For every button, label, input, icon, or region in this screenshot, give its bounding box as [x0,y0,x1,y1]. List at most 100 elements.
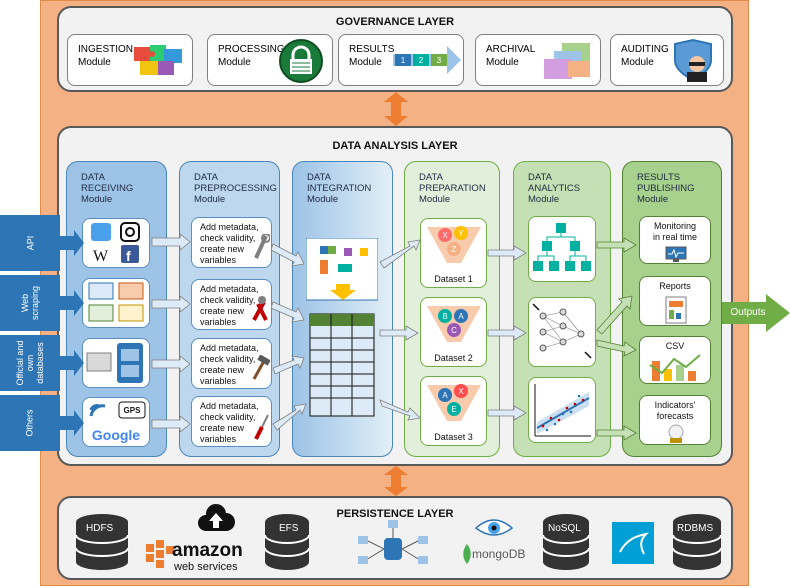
shield-icon [674,38,712,82]
mysql-icon [612,522,654,564]
neural-network-icon [532,303,592,359]
ingestion-module: INGESTION Module [67,34,193,86]
monitor-icon [665,246,687,262]
scatter-regression-icon [534,384,591,437]
csv-label: CSV [665,341,685,351]
mongodb-label: mongoDB [472,547,526,561]
analytics-network-card [528,297,596,367]
decision-tree-icon [533,223,591,271]
ingestion-module-label: Module [78,57,111,68]
pliers-icon [252,296,268,321]
file-cabinet-icon [86,343,143,383]
report-icon [665,296,687,324]
instagram-icon [120,222,140,242]
wifi-icon [89,404,106,417]
puzzle-icon [134,45,182,75]
persistence-layer-title: PERSISTENCE LAYER [336,508,454,520]
auditing-module-name: AUDITING [621,44,669,55]
reports-label: Reports [659,281,691,291]
dataset-1-card: X Y Z Dataset 1 [420,218,487,288]
svg-text:A: A [442,391,448,400]
amazon-boxes-icon [146,540,174,568]
archival-module-name: ARCHIVAL [486,44,536,55]
outputs-arrow-shape [722,294,790,332]
results-module-name: RESULTS [349,44,395,55]
twitter-icon [91,223,111,241]
rdbms-database-icon [672,514,722,570]
folders-icon [544,43,590,79]
funnel-icon: X Y Z [427,226,481,263]
source-web-scraping: Web scraping [0,275,60,331]
svg-text:E: E [451,405,456,414]
mongodb-leaf-icon [463,544,471,564]
hammer-icon [252,355,270,380]
analytics-regression-card [528,377,596,443]
svg-text:X: X [442,231,448,240]
hdfs-database-icon [75,514,129,570]
cloud-upload-icon [198,503,235,531]
nosql-label: NoSQL [548,523,581,534]
source-official-databases: Official and own databases [0,335,60,391]
down-arrow-icon [330,284,356,300]
svg-text:B: B [442,312,447,321]
processing-module: PROCESSING Module [207,34,333,86]
svg-text:X: X [458,387,464,396]
api-icons-card: W f [82,218,150,268]
svg-text:Z: Z [452,245,457,254]
bar-chart-icon [649,354,701,381]
dataset-3-card: A X E Dataset 3 [420,376,487,446]
svg-text:C: C [451,326,457,335]
others-card: GPS Google [82,397,150,447]
ingestion-module-name: INGESTION [78,44,134,55]
svg-text:f: f [126,248,131,264]
table-icon [309,313,375,417]
nosql-database-icon [542,514,590,570]
double-arrow-top [384,92,408,126]
dataset-1-label: Dataset 1 [434,274,473,284]
results-module: RESULTS Module 1 2 3 [338,34,464,86]
archival-module: ARCHIVAL Module [475,34,601,86]
analytics-tree-card [528,216,596,282]
source-others: Others [0,395,60,451]
lock-icon [279,39,323,83]
funnel-icon: B A C [427,306,481,342]
databases-card [82,338,150,388]
outputs-arrow-label: Outputs [730,307,766,318]
efs-label: EFS [279,523,299,534]
web-services-text: web services [174,561,238,573]
csv-output-card: CSV [639,336,711,384]
efs-database-icon [264,514,310,570]
crystal-ball-icon [668,424,684,443]
svg-text:Y: Y [458,229,464,238]
rdbms-label: RDBMS [677,523,714,534]
google-logo: Google [92,427,140,443]
data-analysis-layer-title: DATA ANALYSIS LAYER [332,140,458,152]
reports-output-card: Reports [639,276,711,326]
step-3-label: 3 [437,56,442,65]
double-arrow-bottom [384,466,408,496]
wikipedia-icon: W [93,248,109,265]
dataset-3-label: Dataset 3 [434,432,473,442]
results-module-label: Module [349,57,382,68]
governance-layer-title: GOVERNANCE LAYER [335,16,455,28]
funnel-icon: A X E [427,384,481,421]
svg-text:A: A [458,312,464,321]
tetris-blocks-icon [320,246,328,254]
facebook-icon [121,245,139,263]
wrench-icon [254,234,270,259]
distributed-database-icon [358,520,428,564]
forecasts-label: Indicators'forecasts [654,400,696,421]
integration-graphic [306,238,378,417]
